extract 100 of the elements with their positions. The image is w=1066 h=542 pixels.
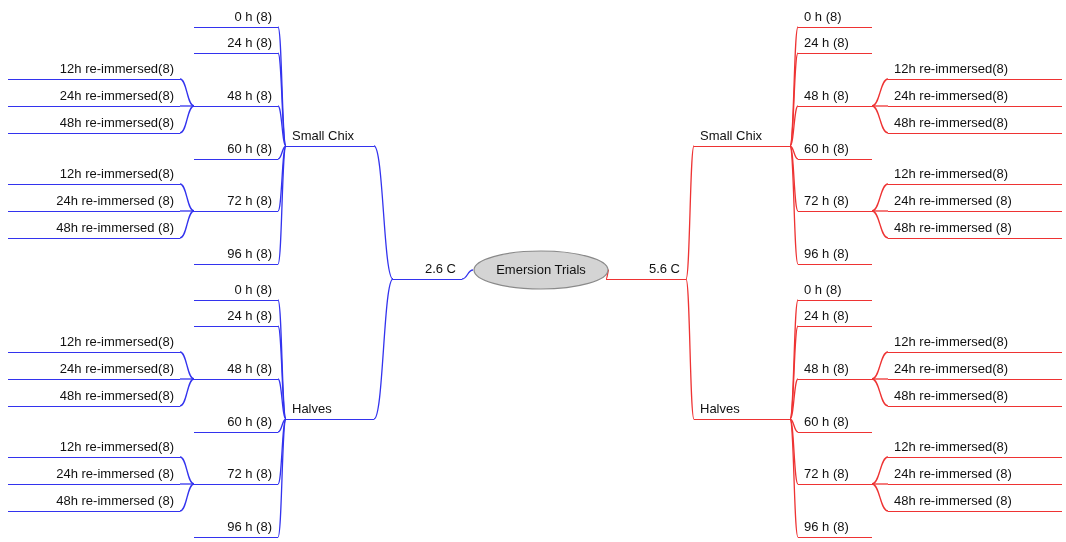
- branch-line: [789, 418, 799, 538]
- branch-label: 48 h (8): [194, 87, 278, 107]
- branch-label: 96 h (8): [798, 518, 872, 538]
- branch-label: 24h re-immersed (8): [888, 465, 1062, 485]
- branch-line: [373, 145, 394, 280]
- branch-label: 60 h (8): [798, 413, 872, 433]
- branch-line: [789, 418, 799, 485]
- branch-line: [277, 418, 287, 485]
- branch-line: [871, 105, 889, 134]
- branch-label: 12h re-immersed(8): [888, 60, 1062, 80]
- branch-line: [871, 456, 889, 485]
- branch-line: [179, 378, 195, 380]
- branch-label: 24h re-immersed(8): [888, 87, 1062, 107]
- branch-line: [179, 483, 195, 485]
- branch-line: [179, 456, 195, 485]
- branch-label: 12h re-immersed(8): [8, 60, 180, 80]
- branch-label: 48h re-immersed(8): [888, 114, 1062, 134]
- branch-line: [871, 378, 889, 380]
- branch-label: Halves: [694, 400, 790, 420]
- branch-label: 96 h (8): [194, 245, 278, 265]
- branch-line: [871, 210, 889, 212]
- branch-line: [789, 145, 799, 265]
- branch-label: 24h re-immersed(8): [888, 360, 1062, 380]
- branch-line: [789, 145, 799, 212]
- branch-line: [789, 105, 799, 147]
- branch-label: 24h re-immersed (8): [8, 465, 180, 485]
- branch-label: 48 h (8): [798, 360, 872, 380]
- branch-line: [871, 378, 889, 407]
- branch-line: [789, 325, 799, 420]
- topic-label: Emersion Trials: [495, 261, 587, 279]
- branch-line: [789, 145, 799, 160]
- branch-line: [179, 105, 195, 134]
- branch-line: [789, 52, 799, 147]
- branch-line: [789, 26, 799, 147]
- branch-line: [871, 351, 889, 380]
- branch-line: [373, 278, 394, 420]
- branch-label: 72 h (8): [194, 192, 278, 212]
- branch-line: [179, 183, 195, 212]
- branch-label: 12h re-immersed(8): [888, 333, 1062, 353]
- branch-label: Small Chix: [694, 127, 790, 147]
- branch-label: 48h re-immersed (8): [8, 219, 180, 239]
- branch-label: 5.6 C: [606, 260, 686, 280]
- branch-line: [461, 269, 474, 280]
- branch-label: 12h re-immersed(8): [888, 165, 1062, 185]
- branch-label: 24h re-immersed (8): [888, 192, 1062, 212]
- branch-label: 24 h (8): [194, 307, 278, 327]
- branch-line: [179, 78, 195, 107]
- branch-label: 72 h (8): [194, 465, 278, 485]
- branch-line: [277, 145, 287, 265]
- branch-label: 24 h (8): [798, 307, 872, 327]
- branch-label: 48h re-immersed(8): [8, 387, 180, 407]
- branch-line: [277, 325, 287, 420]
- branch-line: [277, 105, 287, 147]
- branch-line: [277, 378, 287, 420]
- branch-line: [277, 145, 287, 160]
- branch-label: 96 h (8): [194, 518, 278, 538]
- branch-line: [277, 418, 287, 433]
- branch-line: [789, 418, 799, 433]
- branch-label: 12h re-immersed(8): [888, 438, 1062, 458]
- branch-label: 60 h (8): [194, 140, 278, 160]
- branch-line: [179, 105, 195, 107]
- branch-label: 12h re-immersed(8): [8, 333, 180, 353]
- branch-label: 72 h (8): [798, 192, 872, 212]
- branch-line: [871, 210, 889, 239]
- branch-label: 48h re-immersed (8): [888, 219, 1062, 239]
- branch-line: [871, 105, 889, 107]
- branch-line: [179, 483, 195, 512]
- branch-label: 48 h (8): [798, 87, 872, 107]
- branch-line: [871, 483, 889, 485]
- branch-line: [179, 378, 195, 407]
- branch-line: [685, 145, 695, 280]
- branch-label: 24 h (8): [194, 34, 278, 54]
- branch-label: Small Chix: [286, 127, 374, 147]
- branch-line: [871, 183, 889, 212]
- branch-line: [277, 26, 287, 147]
- branch-label: 48 h (8): [194, 360, 278, 380]
- branch-label: 48h re-immersed(8): [888, 387, 1062, 407]
- branch-label: 24h re-immersed(8): [8, 87, 180, 107]
- branch-label: 24h re-immersed (8): [8, 192, 180, 212]
- branch-label: 24 h (8): [798, 34, 872, 54]
- branch-line: [685, 278, 695, 420]
- branch-label: 24h re-immersed(8): [8, 360, 180, 380]
- branch-line: [277, 52, 287, 147]
- branch-line: [277, 418, 287, 538]
- branch-label: 96 h (8): [798, 245, 872, 265]
- branch-line: [789, 378, 799, 420]
- branch-line: [789, 299, 799, 420]
- branch-line: [277, 299, 287, 420]
- branch-line: [179, 351, 195, 380]
- branch-line: [179, 210, 195, 212]
- branch-label: 0 h (8): [798, 8, 872, 28]
- branch-label: 12h re-immersed(8): [8, 438, 180, 458]
- branch-label: 0 h (8): [798, 281, 872, 301]
- branch-label: 72 h (8): [798, 465, 872, 485]
- branch-label: 12h re-immersed(8): [8, 165, 180, 185]
- branch-label: 60 h (8): [194, 413, 278, 433]
- branch-label: 60 h (8): [798, 140, 872, 160]
- branch-line: [871, 483, 889, 512]
- branch-label: Halves: [286, 400, 374, 420]
- branch-label: 48h re-immersed (8): [888, 492, 1062, 512]
